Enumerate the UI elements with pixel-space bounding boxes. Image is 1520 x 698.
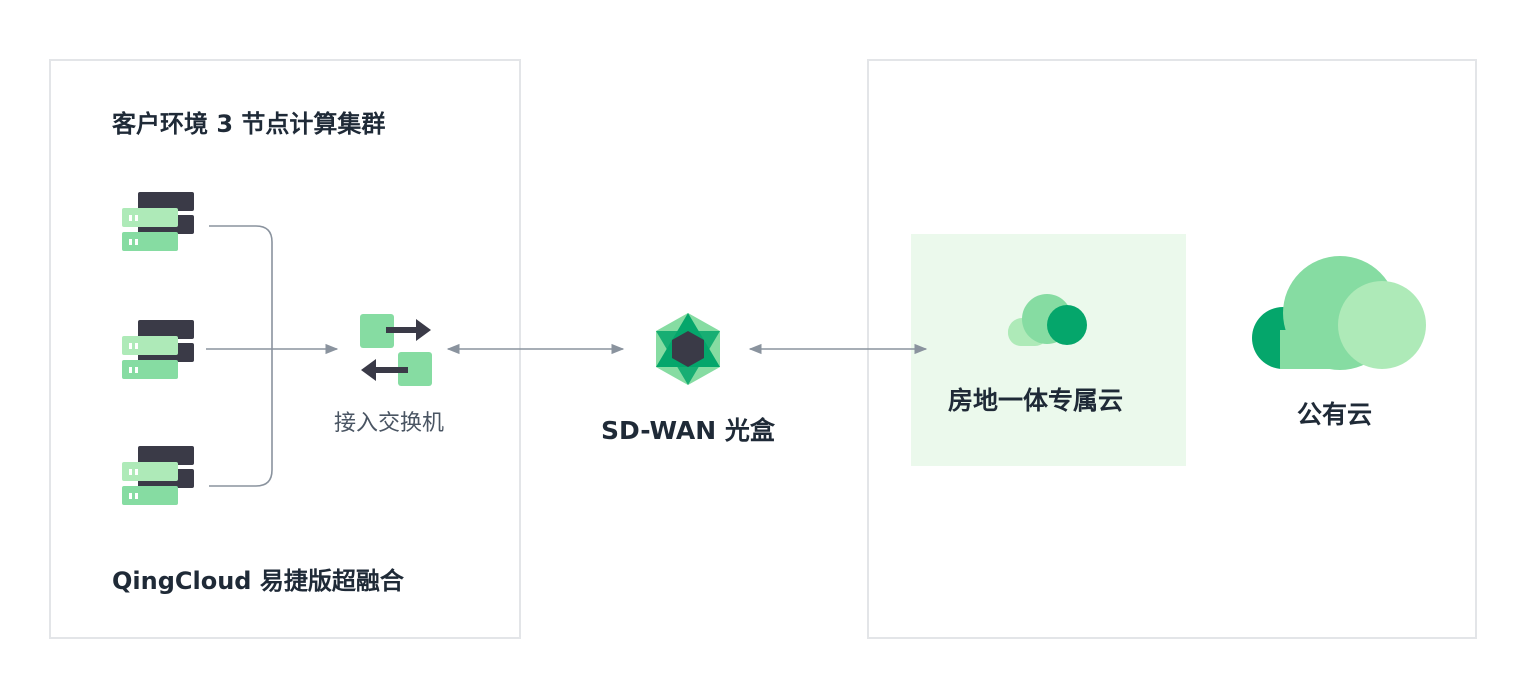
public-cloud-icon — [1252, 256, 1426, 370]
product-title: QingCloud 易捷版超融合 — [112, 567, 404, 595]
dedicated-cloud-panel — [911, 234, 1186, 466]
public-cloud-label: 公有云 — [1297, 400, 1373, 429]
sdwan-label: SD-WAN 光盒 — [601, 416, 775, 445]
switch-icon — [360, 314, 432, 386]
server-icon — [122, 446, 194, 505]
switch-label: 接入交换机 — [334, 411, 445, 436]
dedicated-cloud-icon — [1008, 294, 1087, 346]
server-icon — [122, 192, 194, 251]
dedicated-cloud-label: 房地一体专属云 — [948, 386, 1124, 415]
sdwan-box-icon — [656, 313, 720, 385]
server-icon — [122, 320, 194, 379]
cluster-title: 客户环境 3 节点计算集群 — [112, 110, 386, 138]
cluster-bracket-line — [209, 225, 273, 487]
